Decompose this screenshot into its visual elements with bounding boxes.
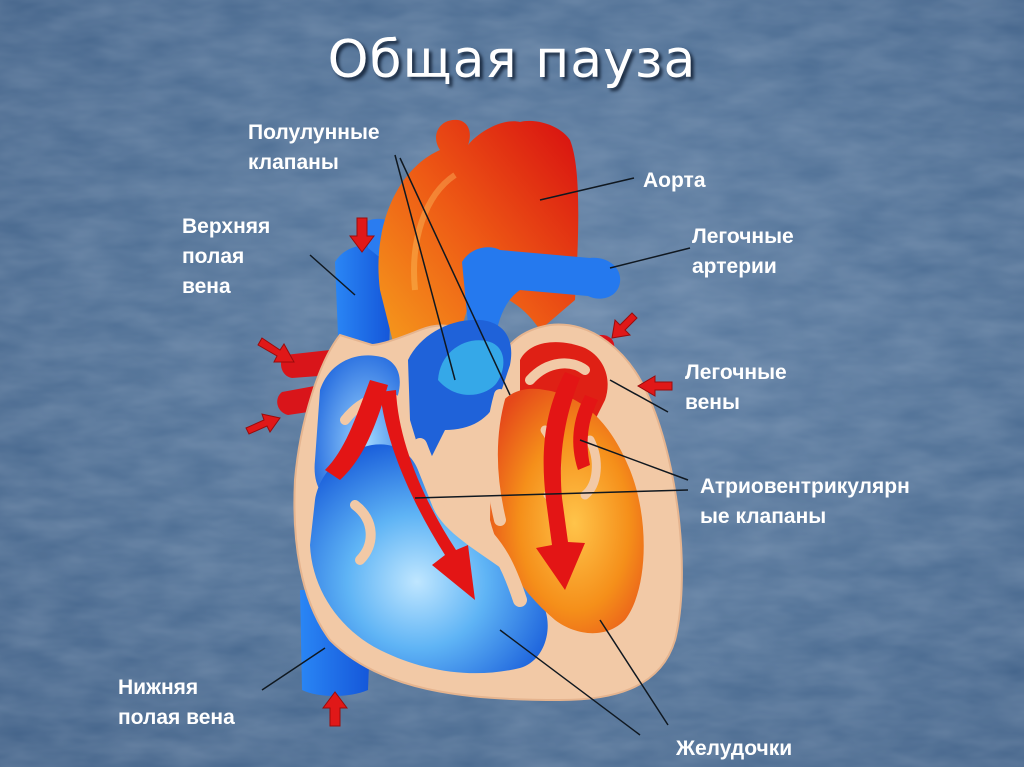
leader-lines: [261, 154, 691, 736]
pulmonary-arteries: [462, 247, 621, 345]
aorta: [378, 119, 579, 370]
slide-title: Общая пауза: [327, 30, 697, 90]
semilunar-valve-pulmonary: [438, 340, 504, 395]
blood-flow-arrows: [325, 372, 598, 600]
right-ventricle: [310, 444, 548, 674]
inflow-arrows: [245, 217, 673, 727]
label-ventricles: Желудочки: [676, 737, 793, 760]
label-aorta: Аорта: [643, 169, 706, 192]
